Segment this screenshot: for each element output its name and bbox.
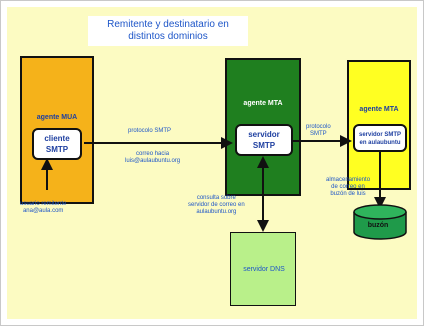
smtp-server-line-2: SMTP	[252, 141, 276, 150]
diagram-title: Remitente y destinatario en distintos do…	[88, 16, 248, 46]
annotation-protocol-right: protocolo SMTP	[306, 124, 331, 138]
dns-server-box	[230, 232, 296, 306]
user-line-2: ana@aula.com	[22, 208, 64, 214]
annotation-dns-query: consulta sobre servidor de correo en aul…	[188, 195, 245, 216]
storage-line-2: de correo en	[331, 184, 365, 190]
smtp-client-line-2: SMTP	[45, 145, 69, 154]
annotation-mail-to: correo hacia luis@aulaubuntu.org	[125, 151, 180, 165]
title-line-2: distintos dominios	[128, 31, 208, 42]
annotation-protocol-left: protocolo SMTP	[128, 128, 171, 135]
annotation-user: usuario remitente ana@aula.com	[20, 201, 66, 215]
dns-server-label: servidor DNS	[243, 266, 285, 273]
storage-line-3: buzón de luis	[330, 191, 366, 197]
smtp-server-line-1: servidor	[248, 130, 280, 139]
protocol-right-line-2: SMTP	[310, 131, 327, 137]
smtp-client-line-1: cliente	[44, 134, 70, 143]
protocol-left-text: protocolo SMTP	[128, 128, 172, 134]
mail-to-line-1: correo hacia	[136, 151, 170, 157]
smtp-server-aulaubuntu-box: servidor SMTP en aulaubuntu	[353, 124, 407, 152]
dns-query-line-3: aulaubuntu.org	[196, 209, 237, 215]
mua-agent-label: agente MUA	[36, 114, 78, 121]
mta-left-agent-label: agente MTA	[243, 100, 283, 107]
protocol-right-line-1: protocolo	[306, 124, 331, 130]
annotation-storage: almacenamiento de correo en buzón de lui…	[326, 177, 370, 198]
smtp-client-box: cliente SMTP	[32, 128, 82, 160]
mailbox-label: buzón	[367, 222, 389, 229]
mail-to-line-2: luis@aulaubuntu.org	[125, 158, 181, 164]
title-line-1: Remitente y destinatario en	[107, 19, 229, 30]
storage-line-1: almacenamiento	[326, 177, 371, 183]
mailbox-cylinder	[353, 204, 407, 240]
aulaubuntu-server-line-2: en aulaubuntu	[359, 140, 401, 146]
mua-agent-box: agente MUA cliente SMTP	[20, 56, 94, 204]
dns-query-line-2: servidor de correo en	[188, 202, 245, 208]
dns-query-line-1: consulta sobre	[196, 195, 236, 201]
aulaubuntu-server-line-1: servidor SMTP	[358, 132, 401, 138]
user-line-1: usuario remitente	[20, 201, 67, 207]
mta-right-agent-label: agente MTA	[359, 106, 399, 113]
